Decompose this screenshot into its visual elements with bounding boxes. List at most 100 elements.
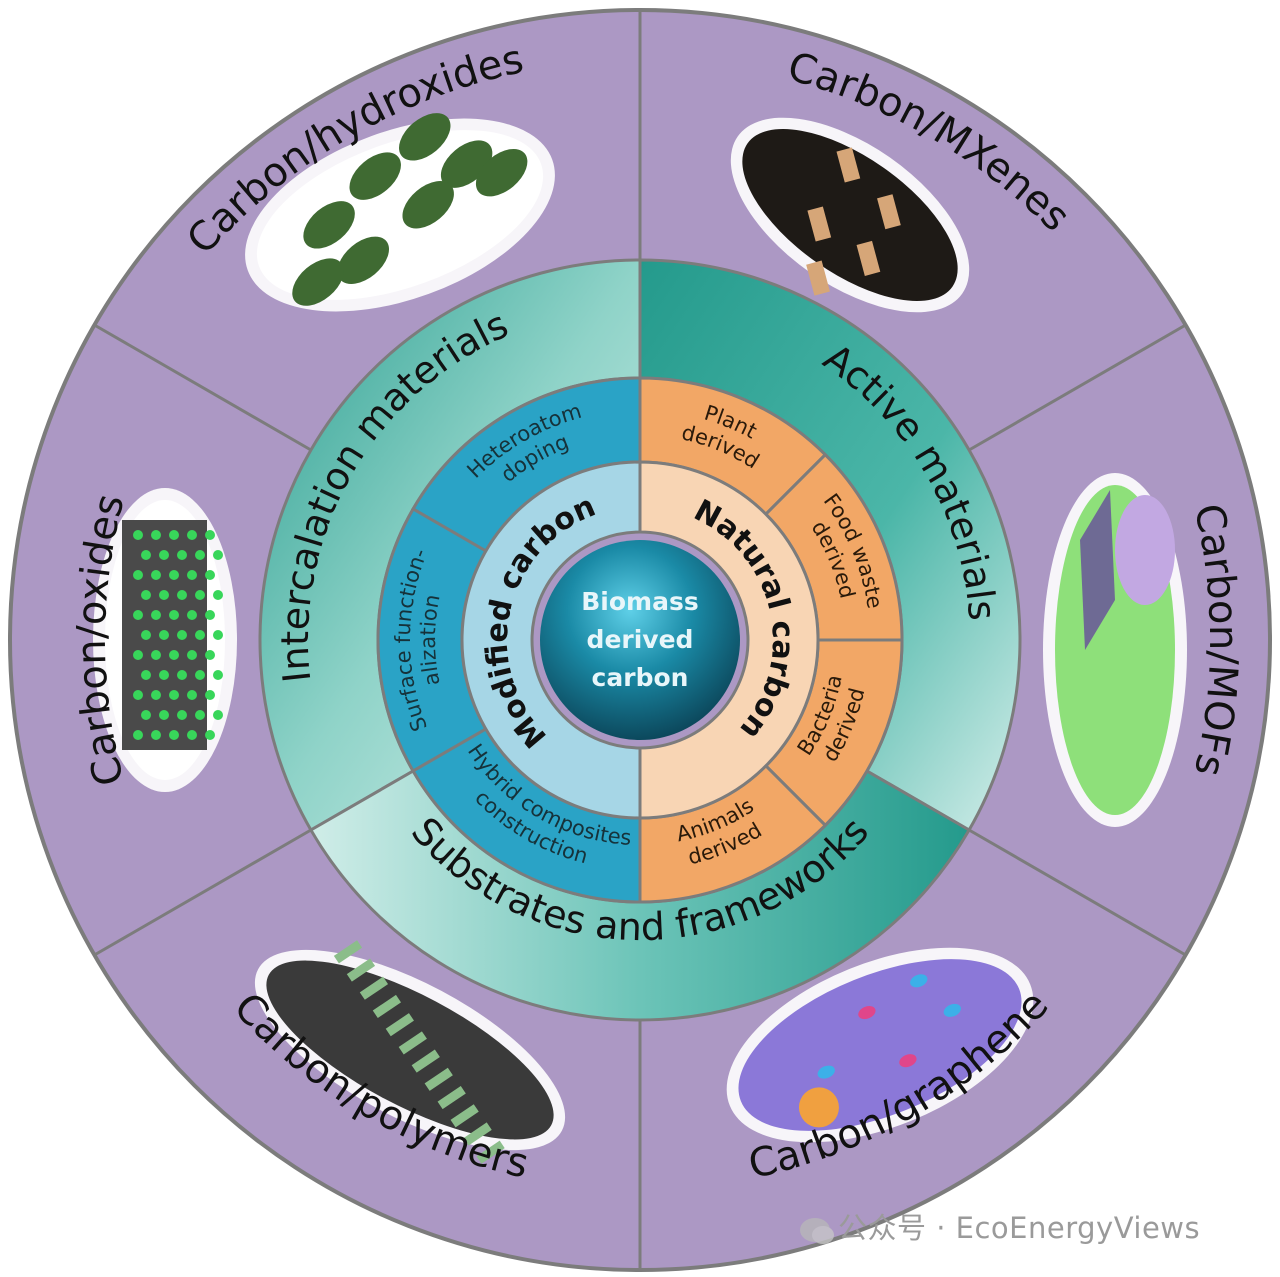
oxide-dot — [187, 530, 197, 540]
oxide-dot — [159, 630, 169, 640]
oxide-dot — [187, 650, 197, 660]
graphene-ion — [899, 1054, 917, 1068]
oxide-dot — [195, 630, 205, 640]
mxene-flake — [807, 206, 832, 242]
oxide-dot — [187, 730, 197, 740]
hydroxide-particle — [402, 181, 454, 229]
oxide-dot — [169, 730, 179, 740]
oxide-dot — [177, 710, 187, 720]
label-surface-functionalization-line2-path: alization — [416, 592, 445, 687]
oxide-dot — [133, 690, 143, 700]
oxide-dot — [159, 710, 169, 720]
inner-ring — [460, 460, 820, 820]
oxide-dot — [151, 650, 161, 660]
mof-particle — [1115, 495, 1175, 605]
mid-ring — [376, 376, 904, 904]
polymers-image — [254, 940, 566, 1164]
oxide-dot — [169, 690, 179, 700]
oxide-dot — [151, 530, 161, 540]
oxide-dot — [205, 730, 215, 740]
oxide-dot — [213, 590, 223, 600]
oxide-dot — [133, 650, 143, 660]
polymer-rod — [463, 1122, 492, 1146]
oxide-dot — [187, 570, 197, 580]
modified-carbon-sector — [460, 460, 642, 820]
oxide-dot — [213, 630, 223, 640]
hydroxide-particle — [349, 152, 401, 200]
hydroxide-particle — [475, 148, 528, 197]
hydroxide-particle — [303, 201, 355, 249]
oxides-image — [93, 488, 237, 792]
center-line-3: carbon — [592, 663, 689, 692]
outer-divider — [93, 828, 312, 957]
polymer-rod — [359, 976, 389, 1000]
oxide-dot — [177, 590, 187, 600]
polymer-rod — [424, 1067, 453, 1091]
oxide-dot — [141, 670, 151, 680]
oxide-dot — [205, 530, 215, 540]
oxide-dot — [169, 650, 179, 660]
oxide-dot — [187, 690, 197, 700]
oxide-dot — [151, 730, 161, 740]
oxide-dot — [141, 710, 151, 720]
oxide-dot — [151, 610, 161, 620]
oxide-dot — [169, 610, 179, 620]
oxide-dot — [133, 730, 143, 740]
center-sphere: Biomass derived carbon — [540, 540, 740, 740]
oxide-dot — [169, 530, 179, 540]
label-surface-functionalization-line2: alization — [416, 592, 445, 687]
polymer-rod — [398, 1031, 427, 1055]
oxide-dot — [195, 550, 205, 560]
graphene-ion — [817, 1065, 835, 1079]
hydroxide-particle — [292, 258, 344, 306]
polymer-rod — [372, 994, 402, 1019]
oxide-dot — [141, 630, 151, 640]
oxide-dot — [205, 610, 215, 620]
oxide-dot — [195, 710, 205, 720]
graphene-ion — [858, 1006, 876, 1020]
oxide-dot — [133, 610, 143, 620]
oxide-dot — [213, 710, 223, 720]
oxide-dot — [159, 590, 169, 600]
oxide-dot — [141, 590, 151, 600]
graphene-image — [726, 947, 1034, 1143]
mxene-flake — [877, 194, 901, 230]
oxide-dot — [213, 550, 223, 560]
oxide-dot — [177, 670, 187, 680]
oxide-dot — [159, 670, 169, 680]
oxide-dot — [177, 630, 187, 640]
oxide-dot — [141, 550, 151, 560]
natural-carbon-sector — [638, 460, 820, 820]
graphene-ion — [943, 1003, 961, 1017]
center-line-2: derived — [587, 625, 694, 654]
polymer-rod — [411, 1049, 440, 1073]
polymer-rod — [333, 940, 363, 964]
mxene-flake — [806, 260, 830, 296]
watermark-text: 公众号 · EcoEnergyViews — [838, 1211, 1201, 1245]
mxene-flake — [836, 147, 861, 183]
hydroxide-particle — [337, 236, 390, 284]
oxide-dot — [151, 570, 161, 580]
oxide-dot — [195, 670, 205, 680]
mof-sheet — [1080, 490, 1115, 650]
polymer-rod — [385, 1013, 414, 1037]
thumbnail-images — [93, 113, 1187, 1164]
oxide-dot — [177, 550, 187, 560]
oxide-dot — [133, 570, 143, 580]
oxide-dot — [213, 670, 223, 680]
sphere-shape — [540, 540, 740, 740]
oxide-dot — [205, 690, 215, 700]
polymer-rod — [450, 1104, 479, 1128]
oxide-dot — [159, 550, 169, 560]
oxide-dot — [205, 570, 215, 580]
oxide-dot — [151, 690, 161, 700]
oxide-dot — [187, 610, 197, 620]
watermark: 公众号 · EcoEnergyViews — [800, 1205, 1200, 1247]
thumb-fill — [738, 959, 1022, 1131]
thumb-fill — [742, 128, 958, 302]
mofs-image — [1043, 473, 1187, 827]
graphene-ion — [910, 974, 928, 988]
polymer-rod — [437, 1085, 466, 1110]
hydroxide-particle — [399, 113, 451, 161]
outer-divider — [968, 323, 1187, 452]
